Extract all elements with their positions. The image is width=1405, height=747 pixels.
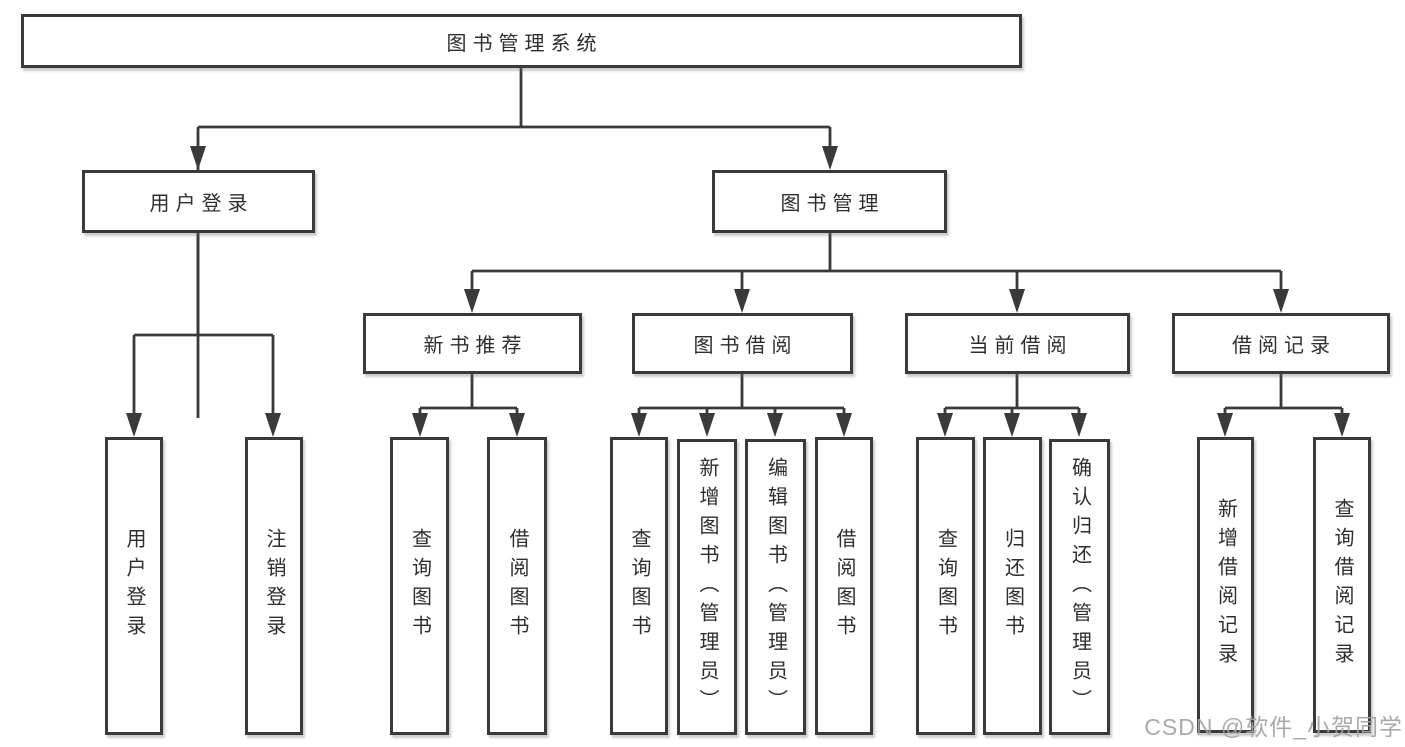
node-label: 归还图书 — [1001, 528, 1024, 644]
node-label: 查询图书 — [628, 528, 650, 644]
node-label: 新书推荐 — [423, 335, 528, 357]
node-label: 图书管理系统 — [446, 32, 603, 55]
node-label: 注销登录 — [263, 528, 285, 644]
node-book-management: 图书管理 — [712, 170, 947, 233]
node-borrowing-records: 借阅记录 — [1172, 313, 1390, 374]
leaf-return-book: 归还图书 — [983, 437, 1042, 735]
node-label: 借阅记录 — [1232, 335, 1336, 357]
node-label: 查询借阅记录 — [1331, 498, 1353, 672]
node-label: 用户登录 — [149, 193, 254, 215]
leaf-add-book-admin: 新增图书（管理员） — [677, 439, 737, 735]
node-label: 图书管理 — [780, 193, 885, 215]
node-current-borrowing: 当前借阅 — [905, 313, 1130, 374]
connector-stems — [132, 68, 1344, 418]
node-label: 确认归还（管理员） — [1068, 456, 1091, 718]
leaf-logout: 注销登录 — [245, 437, 303, 735]
node-label: 借阅图书 — [506, 528, 528, 644]
leaf-borrow-books: 借阅图书 — [815, 437, 873, 735]
node-user-login: 用户登录 — [82, 170, 315, 233]
leaf-borrow-books-recommend: 借阅图书 — [487, 437, 547, 735]
leaf-edit-book-admin: 编辑图书（管理员） — [745, 439, 806, 735]
node-new-book-recommendation: 新书推荐 — [363, 313, 582, 374]
node-label: 借阅图书 — [833, 528, 855, 644]
node-label: 查询图书 — [408, 528, 431, 644]
node-label: 当前借阅 — [968, 335, 1073, 357]
leaf-query-books-borrow: 查询图书 — [610, 437, 668, 735]
node-label: 用户登录 — [123, 528, 145, 644]
csdn-watermark: CSDN @软件_小贺同学 — [1144, 714, 1403, 740]
arrowheads — [126, 146, 1350, 437]
leaf-user-login: 用户登录 — [105, 437, 163, 735]
node-label: 查询图书 — [934, 528, 957, 644]
node-label: 新增借阅记录 — [1214, 498, 1237, 672]
leaf-confirm-return-admin: 确认归还（管理员） — [1049, 439, 1110, 735]
node-label: 编辑图书（管理员） — [764, 456, 787, 718]
node-library-management-system: 图书管理系统 — [21, 14, 1022, 68]
leaf-query-books-recommend: 查询图书 — [390, 437, 449, 735]
node-book-borrowing: 图书借阅 — [632, 313, 853, 374]
leaf-query-books-current: 查询图书 — [916, 437, 975, 735]
node-label: 新增图书（管理员） — [696, 456, 718, 718]
node-label: 图书借阅 — [693, 335, 798, 357]
leaf-add-borrow-record: 新增借阅记录 — [1197, 437, 1254, 733]
leaf-query-borrow-record: 查询借阅记录 — [1313, 437, 1371, 733]
